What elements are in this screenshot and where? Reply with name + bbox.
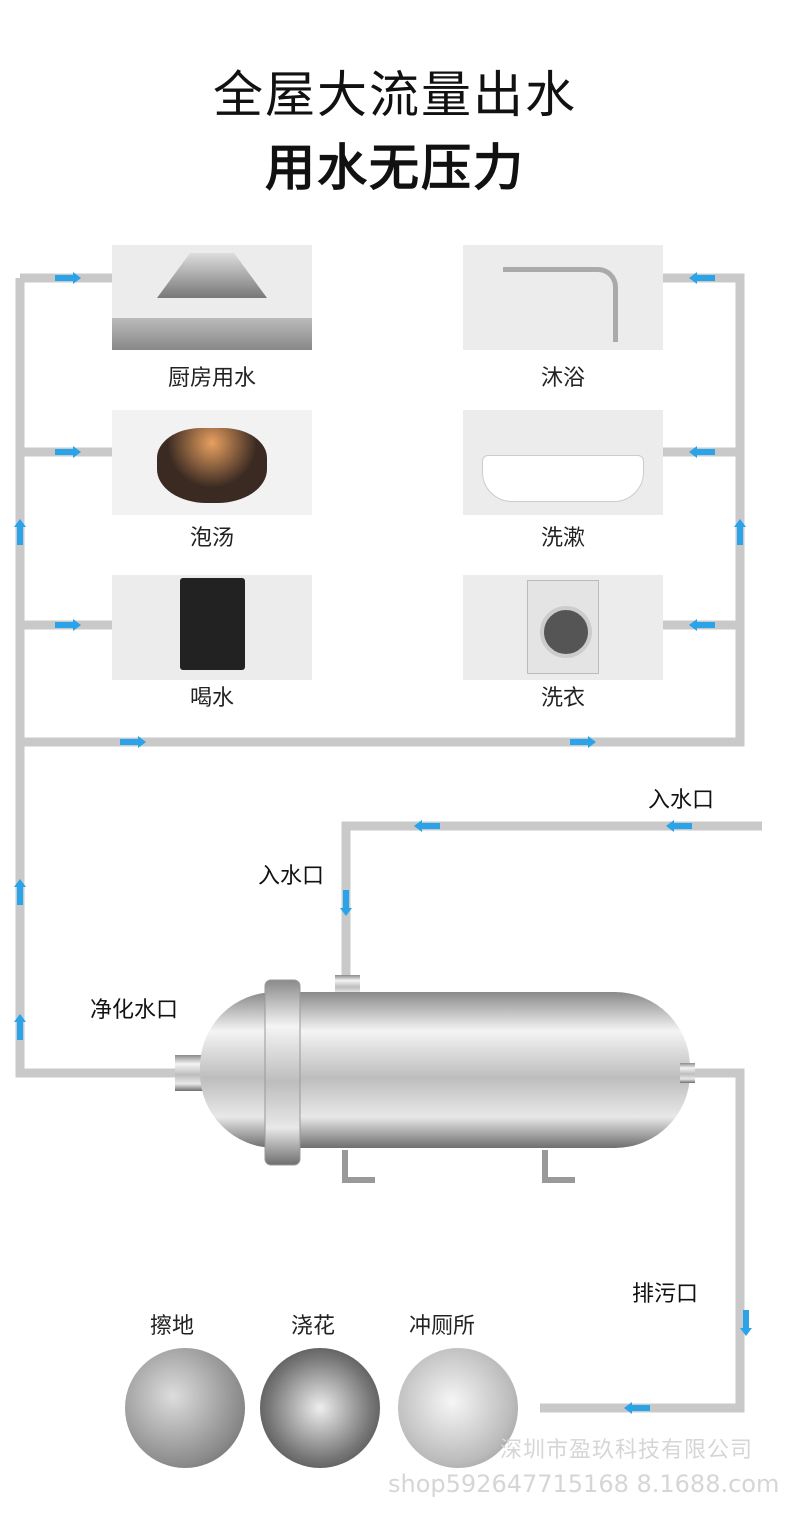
drinking-image — [112, 575, 312, 680]
drain-use-label-toilet: 冲厕所 — [408, 1314, 475, 1339]
sink-icon — [482, 455, 644, 502]
inlet-pipe — [341, 821, 762, 985]
purified-outlet-label: 净化水口 — [90, 998, 179, 1023]
washing-machine-icon — [527, 580, 599, 674]
drain-label: 排污口 — [632, 1282, 699, 1307]
use-label-laundry: 洗衣 — [540, 686, 585, 711]
watermark-shop: shop592647715168 8.1688.com — [388, 1470, 780, 1498]
sprinkler-icon — [260, 1348, 380, 1468]
drain-use-label-mop: 擦地 — [149, 1314, 194, 1339]
watermark-company: 深圳市盈玖科技有限公司 — [500, 1438, 754, 1463]
mop-icon — [125, 1348, 245, 1468]
drain-use-label-watering: 浇花 — [290, 1314, 335, 1339]
use-label-kitchen: 厨房用水 — [167, 366, 256, 391]
flow-arrows — [14, 272, 752, 1414]
clay-pot-icon — [157, 428, 267, 503]
headline: 全屋大流量出水 — [213, 66, 577, 124]
subheadline: 用水无压力 — [265, 139, 525, 197]
water-dispenser-icon — [179, 578, 245, 670]
range-hood-icon — [157, 253, 267, 298]
shower-icon — [503, 267, 618, 342]
use-label-soup: 泡汤 — [189, 526, 234, 551]
shower-image — [463, 245, 663, 350]
stainless-filter-tank — [175, 975, 695, 1183]
sink-image — [463, 410, 663, 515]
use-label-washing-up: 洗漱 — [540, 526, 585, 551]
inlet-label-right: 入水口 — [648, 788, 715, 813]
soup-image — [112, 410, 312, 515]
kitchen-image — [112, 245, 312, 350]
use-label-shower: 沐浴 — [540, 366, 585, 391]
inlet-label-top: 入水口 — [258, 864, 325, 889]
laundry-image — [463, 575, 663, 680]
toilet-icon — [398, 1348, 518, 1468]
use-label-drinking: 喝水 — [189, 686, 234, 711]
